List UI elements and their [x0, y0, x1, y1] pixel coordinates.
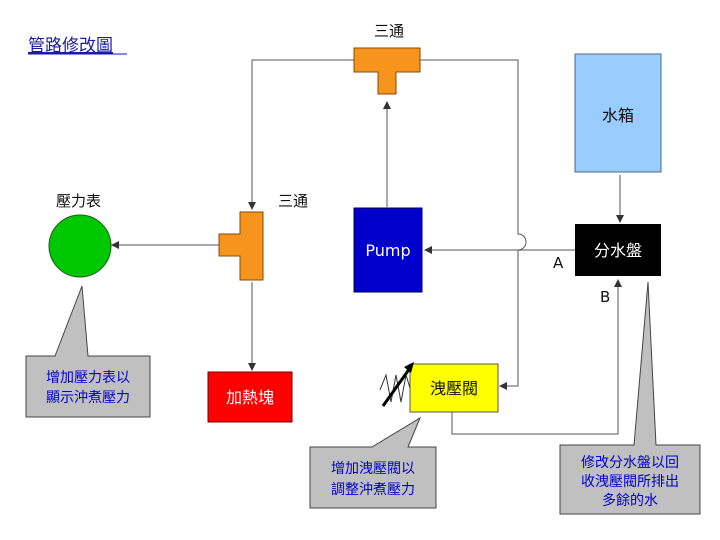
manifold-block	[575, 224, 661, 276]
port-a-label: A	[553, 254, 564, 272]
pressure-gauge	[48, 214, 112, 278]
pipe-top-tee-to-left-tee	[248, 59, 354, 210]
relief-valve-block	[409, 363, 499, 413]
relief-valve-label: 洩壓閥	[430, 379, 478, 398]
pump-block	[353, 207, 423, 293]
pump-label: Pump	[365, 241, 410, 260]
heater-label: 加熱塊	[226, 388, 274, 407]
water-tank-label: 水箱	[602, 106, 634, 125]
pipes	[111, 59, 624, 435]
callout-gauge-line1: 增加壓力表以	[46, 370, 130, 386]
pipe-valve-to-manifold	[451, 279, 622, 435]
callout-gauge-bubble	[25, 285, 151, 418]
port-b-label: B	[600, 288, 610, 306]
callout-valve-line1: 增加洩壓閥以	[331, 461, 415, 477]
pipe-top-tee-to-valve	[420, 59, 527, 390]
tee-left	[218, 211, 264, 281]
callout-gauge-line2: 顯示沖煮壓力	[46, 390, 130, 406]
callout-manifold-line2: 收洩壓閥所排出	[581, 474, 679, 490]
callout-valve-line2: 調整沖煮壓力	[331, 482, 415, 498]
pressure-gauge-label: 壓力表	[56, 192, 101, 210]
tee-top-label: 三通	[374, 22, 404, 40]
heater-block	[207, 371, 293, 423]
adjust-arrow-icon	[381, 367, 412, 407]
callout-manifold-line3: 多餘的水	[602, 492, 658, 509]
tee-left-label: 三通	[278, 192, 308, 210]
adjust-arrowhead-icon	[404, 362, 414, 373]
callout-manifold-bubble	[559, 281, 701, 515]
callout-valve-bubble	[309, 416, 437, 509]
tee-top	[353, 47, 421, 95]
page-title: 管路修改圖	[28, 36, 113, 56]
manifold-label: 分水盤	[594, 241, 642, 260]
callout-manifold-line1: 修改分水盤以回	[581, 455, 679, 471]
water-tank	[574, 53, 662, 173]
